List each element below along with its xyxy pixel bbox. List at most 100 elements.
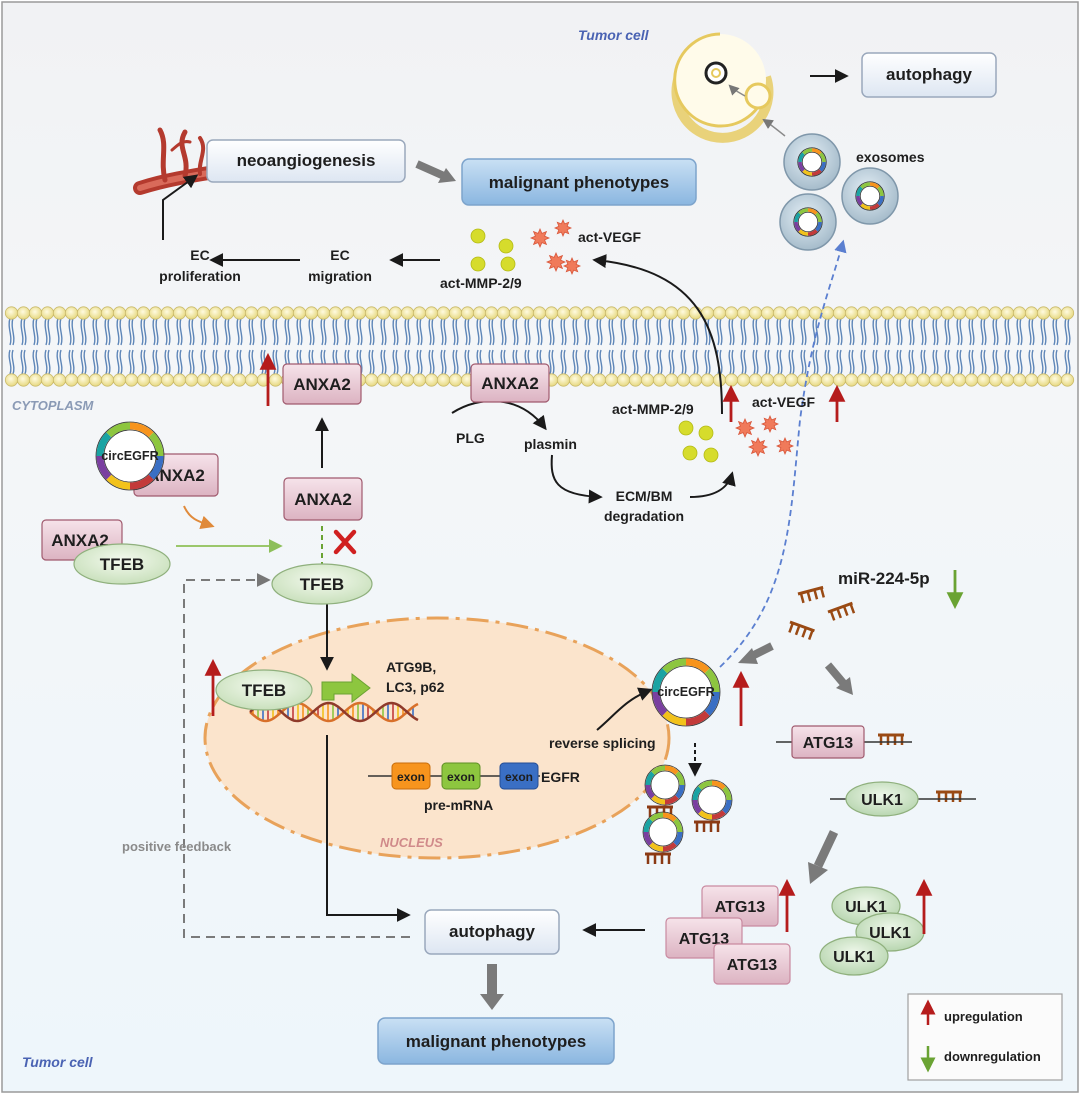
act-vegf-mid-label: act-VEGF [752,394,815,410]
arrow-exosome-uptake [762,118,786,137]
anxa2-membrane-right-label: ANXA2 [481,374,539,393]
anxa2-membrane-right: ANXA2 [470,363,550,403]
reverse-splicing-label: reverse splicing [549,735,656,751]
atg-genes-line2: LC3, p62 [386,679,445,695]
ulk1-stack-1: ULK1 [845,899,887,916]
atg-genes-line1: ATG9B, [386,659,436,675]
malignant-phenotypes-bottom-label: malignant phenotypes [406,1032,586,1051]
neoangiogenesis-box: neoangiogenesis [206,139,406,183]
malignant-phenotypes-top-box: malignant phenotypes [461,158,697,206]
tfeb-nuclear-label: TFEB [242,681,286,700]
anxa2-cytoplasm: ANXA2 [283,477,363,521]
circegfr-icon [855,181,885,211]
circegfr-label: circEGFR [101,449,158,463]
atg13-stack: ATG13 ATG13 ATG13 [665,885,791,985]
mirna-icon [936,790,962,802]
arrow-reverse-splicing [596,687,653,731]
tfeb-complex-label: TFEB [100,555,144,574]
mirna-icon [645,852,671,864]
legend: upregulation downregulation [907,993,1063,1081]
mmp-dot-icon [678,420,694,436]
arrow-activation-to-secretion [592,254,723,415]
exon-1-label: exon [397,770,425,784]
mirna-icon [827,601,856,621]
vegf-star-icon [553,218,573,238]
positive-feedback-loop [183,573,410,938]
exon-2-label: exon [447,770,475,784]
vegf-star-icon [775,436,795,456]
exosomes-label: exosomes [856,149,925,165]
mmp-dot-icon [703,447,719,463]
mir-224-label: miR-224-5p [838,569,930,588]
region-label-nucleus: NUCLEUS [380,835,443,850]
anxa2-tfeb-complex: ANXA2 TFEB [41,519,171,585]
ulk1-stack-2: ULK1 [869,925,911,942]
transcription-arrow-icon [321,672,371,704]
mmp-dot-icon [500,256,516,272]
act-mmp-mid-label: act-MMP-2/9 [612,401,694,417]
plg-label: PLG [456,430,485,446]
circegfr-label: circEGFR [657,685,714,699]
region-label-cytoplasm: CYTOPLASM [12,398,95,413]
anxa2-cytoplasm-label: ANXA2 [294,490,352,509]
atg13-stack-1: ATG13 [715,899,765,916]
vegf-star-icon [734,417,756,439]
secreted-factors [470,218,795,463]
exon-3: exon [499,762,539,790]
mmp-dot-icon [498,238,514,254]
neoangiogenesis-label: neoangiogenesis [237,151,376,170]
mmp-dot-icon [682,445,698,461]
ulk1-stack-3: ULK1 [833,949,875,966]
exon-3-label: exon [505,770,533,784]
mirna-icon [788,620,815,641]
mirna-icon [878,733,904,745]
autophagy-mid-box: autophagy [424,909,560,955]
ulk1-target-label: ULK1 [861,792,903,809]
tfeb-free-label: TFEB [300,575,344,594]
ec-migration-line2: migration [308,268,372,284]
circegfr-icon [793,207,823,237]
egfr-gene-label: EGFR [541,769,580,785]
ec-proliferation-line1: EC [190,247,209,263]
tfeb-nuclear: TFEB [215,669,313,711]
arrow-neo-to-malignant [415,160,446,180]
arrow-proliferation-to-vessel [162,174,199,240]
plasmin-label: plasmin [524,436,577,452]
internalized-vesicle [704,61,728,85]
regulation-arrows [204,352,964,934]
vegf-star-icon [760,414,780,434]
nucleus [203,616,671,860]
exosomes-cluster [779,133,899,251]
pre-mrna-label: pre-mRNA [424,797,493,813]
atg13-target: ATG13 [791,725,865,759]
legend-box [907,993,1063,1081]
anxa2-complex-label: ANXA2 [51,531,109,550]
arrow-circ-binding [183,505,215,530]
mirna-icon [797,585,825,604]
vegf-star-icon [562,256,582,276]
autophagy-top-label: autophagy [886,65,972,84]
exon-2: exon [441,762,481,790]
atg13-stack-3: ATG13 [727,957,777,974]
exon-1: exon [391,762,431,790]
act-vegf-top-label: act-VEGF [578,229,641,245]
legend-up-label: upregulation [944,1009,1023,1024]
region-label-tumor-cell-bottom: Tumor cell [22,1054,94,1070]
region-label-tumor-cell-top: Tumor cell [578,27,650,43]
mmp-dot-icon [698,425,714,441]
arrow-ecm-to-activation [689,471,736,498]
anxa2-membrane-label: ANXA2 [293,375,351,394]
act-mmp-top-label: act-MMP-2/9 [440,275,522,291]
circegfr-group: circEGFR circEGFR [95,421,733,864]
endocytosis-pocket [744,82,772,110]
arrow-mir-to-atg13 [824,662,848,687]
ulk1-target: ULK1 [845,781,919,817]
arrow-mir-to-circ [750,642,774,660]
legend-down-label: downregulation [944,1049,1041,1064]
positive-feedback-label: positive feedback [122,839,232,854]
circegfr-icon [642,811,684,853]
vegf-star-icon [747,436,769,458]
ec-proliferation-line2: proliferation [159,268,241,284]
